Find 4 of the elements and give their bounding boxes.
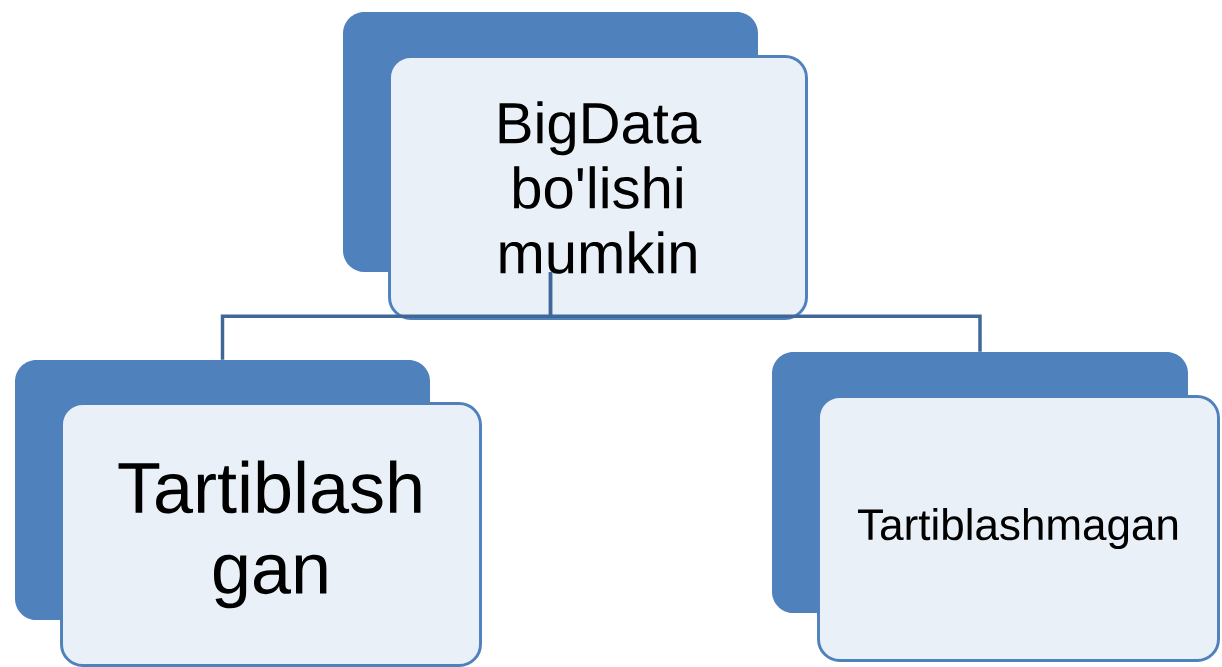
process-box: Tartiblash gan: [15, 360, 482, 667]
connector-line: [548, 272, 982, 352]
process-box: BigData bo'lishi mumkin: [343, 12, 808, 320]
process-box: Tartiblashmagan: [772, 352, 1220, 662]
